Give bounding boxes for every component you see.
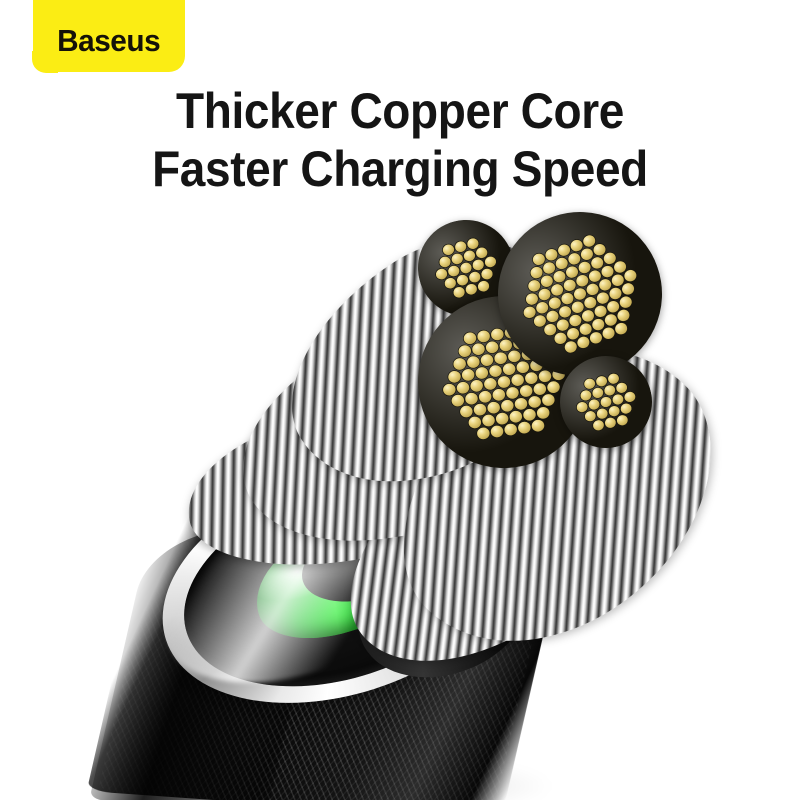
headline-line-2: Faster Charging Speed [152,141,648,197]
headline-block: Thicker Copper Core Faster Charging Spee… [0,82,800,198]
copper-bundle-center [406,284,602,480]
copper-bundle-upper-left [407,209,525,327]
product-image-cable-cutaway [0,188,800,800]
copper-bundle-upper-right [474,188,686,400]
copper-bundle-lower-right [551,347,661,457]
headline-line-1: Thicker Copper Core [175,83,625,139]
brand-wordmark: Baseus [57,23,161,58]
brand-badge: Baseus [32,0,185,73]
